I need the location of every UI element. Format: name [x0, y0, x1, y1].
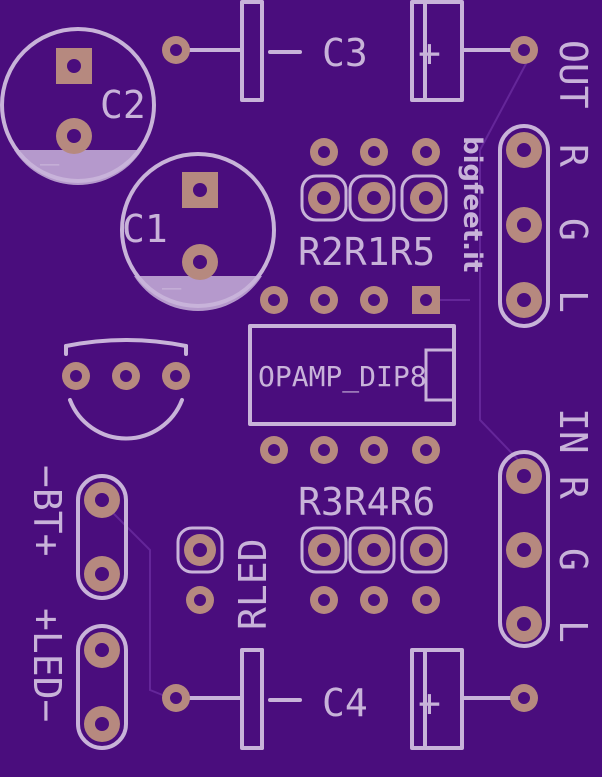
c4-plus-sign: + [418, 681, 441, 725]
capacitor-c3: C3 + [188, 0, 517, 102]
in-pin-l-label: L [551, 620, 595, 643]
c3-label: C3 [322, 31, 368, 75]
rled-resistor: RLED [176, 526, 275, 630]
out-pin-g-label: G [551, 218, 595, 241]
out-pin-r-label: R [551, 144, 595, 167]
capacitor-c1: C1 _ [120, 152, 276, 312]
capacitor-c4: C4 + [188, 648, 517, 750]
opamp-dip8: OPAMP_DIP8 [248, 324, 456, 426]
c1-label: C1 [122, 207, 168, 251]
r3r4r6-label: R3R4R6 [298, 480, 435, 524]
c2-minus-mark: _ [40, 128, 60, 166]
out-pin-l-label: L [551, 290, 595, 313]
in-pin-g-label: G [551, 548, 595, 571]
led-label: +LED− [25, 608, 69, 722]
bt-label: −BT+ [25, 465, 69, 557]
in-pin-r-label: R [551, 476, 595, 499]
opamp-label: OPAMP_DIP8 [258, 360, 427, 394]
c2-label: C2 [100, 83, 146, 127]
rled-label: RLED [231, 538, 275, 630]
connector-led: +LED− [25, 608, 128, 750]
pads [56, 36, 542, 742]
r2r1r5-label: R2R1R5 [298, 230, 435, 274]
capacitor-c2: C2 _ [0, 27, 156, 186]
c3-plus-sign: + [418, 31, 441, 75]
connector-bt: −BT+ [25, 465, 128, 600]
transistor-to92 [64, 338, 188, 441]
connector-in: IN R G L [498, 408, 595, 648]
connector-out: OUT R G L [498, 40, 595, 328]
in-label: IN [551, 408, 595, 454]
brand-label: bigfeet.it [457, 136, 487, 272]
resistor-array-bottom: R3R4R6 [298, 480, 448, 574]
out-label: OUT [551, 40, 595, 109]
resistor-array-top: R2R1R5 [298, 174, 448, 274]
c1-minus-mark: _ [162, 252, 182, 290]
c4-label: C4 [322, 681, 368, 725]
